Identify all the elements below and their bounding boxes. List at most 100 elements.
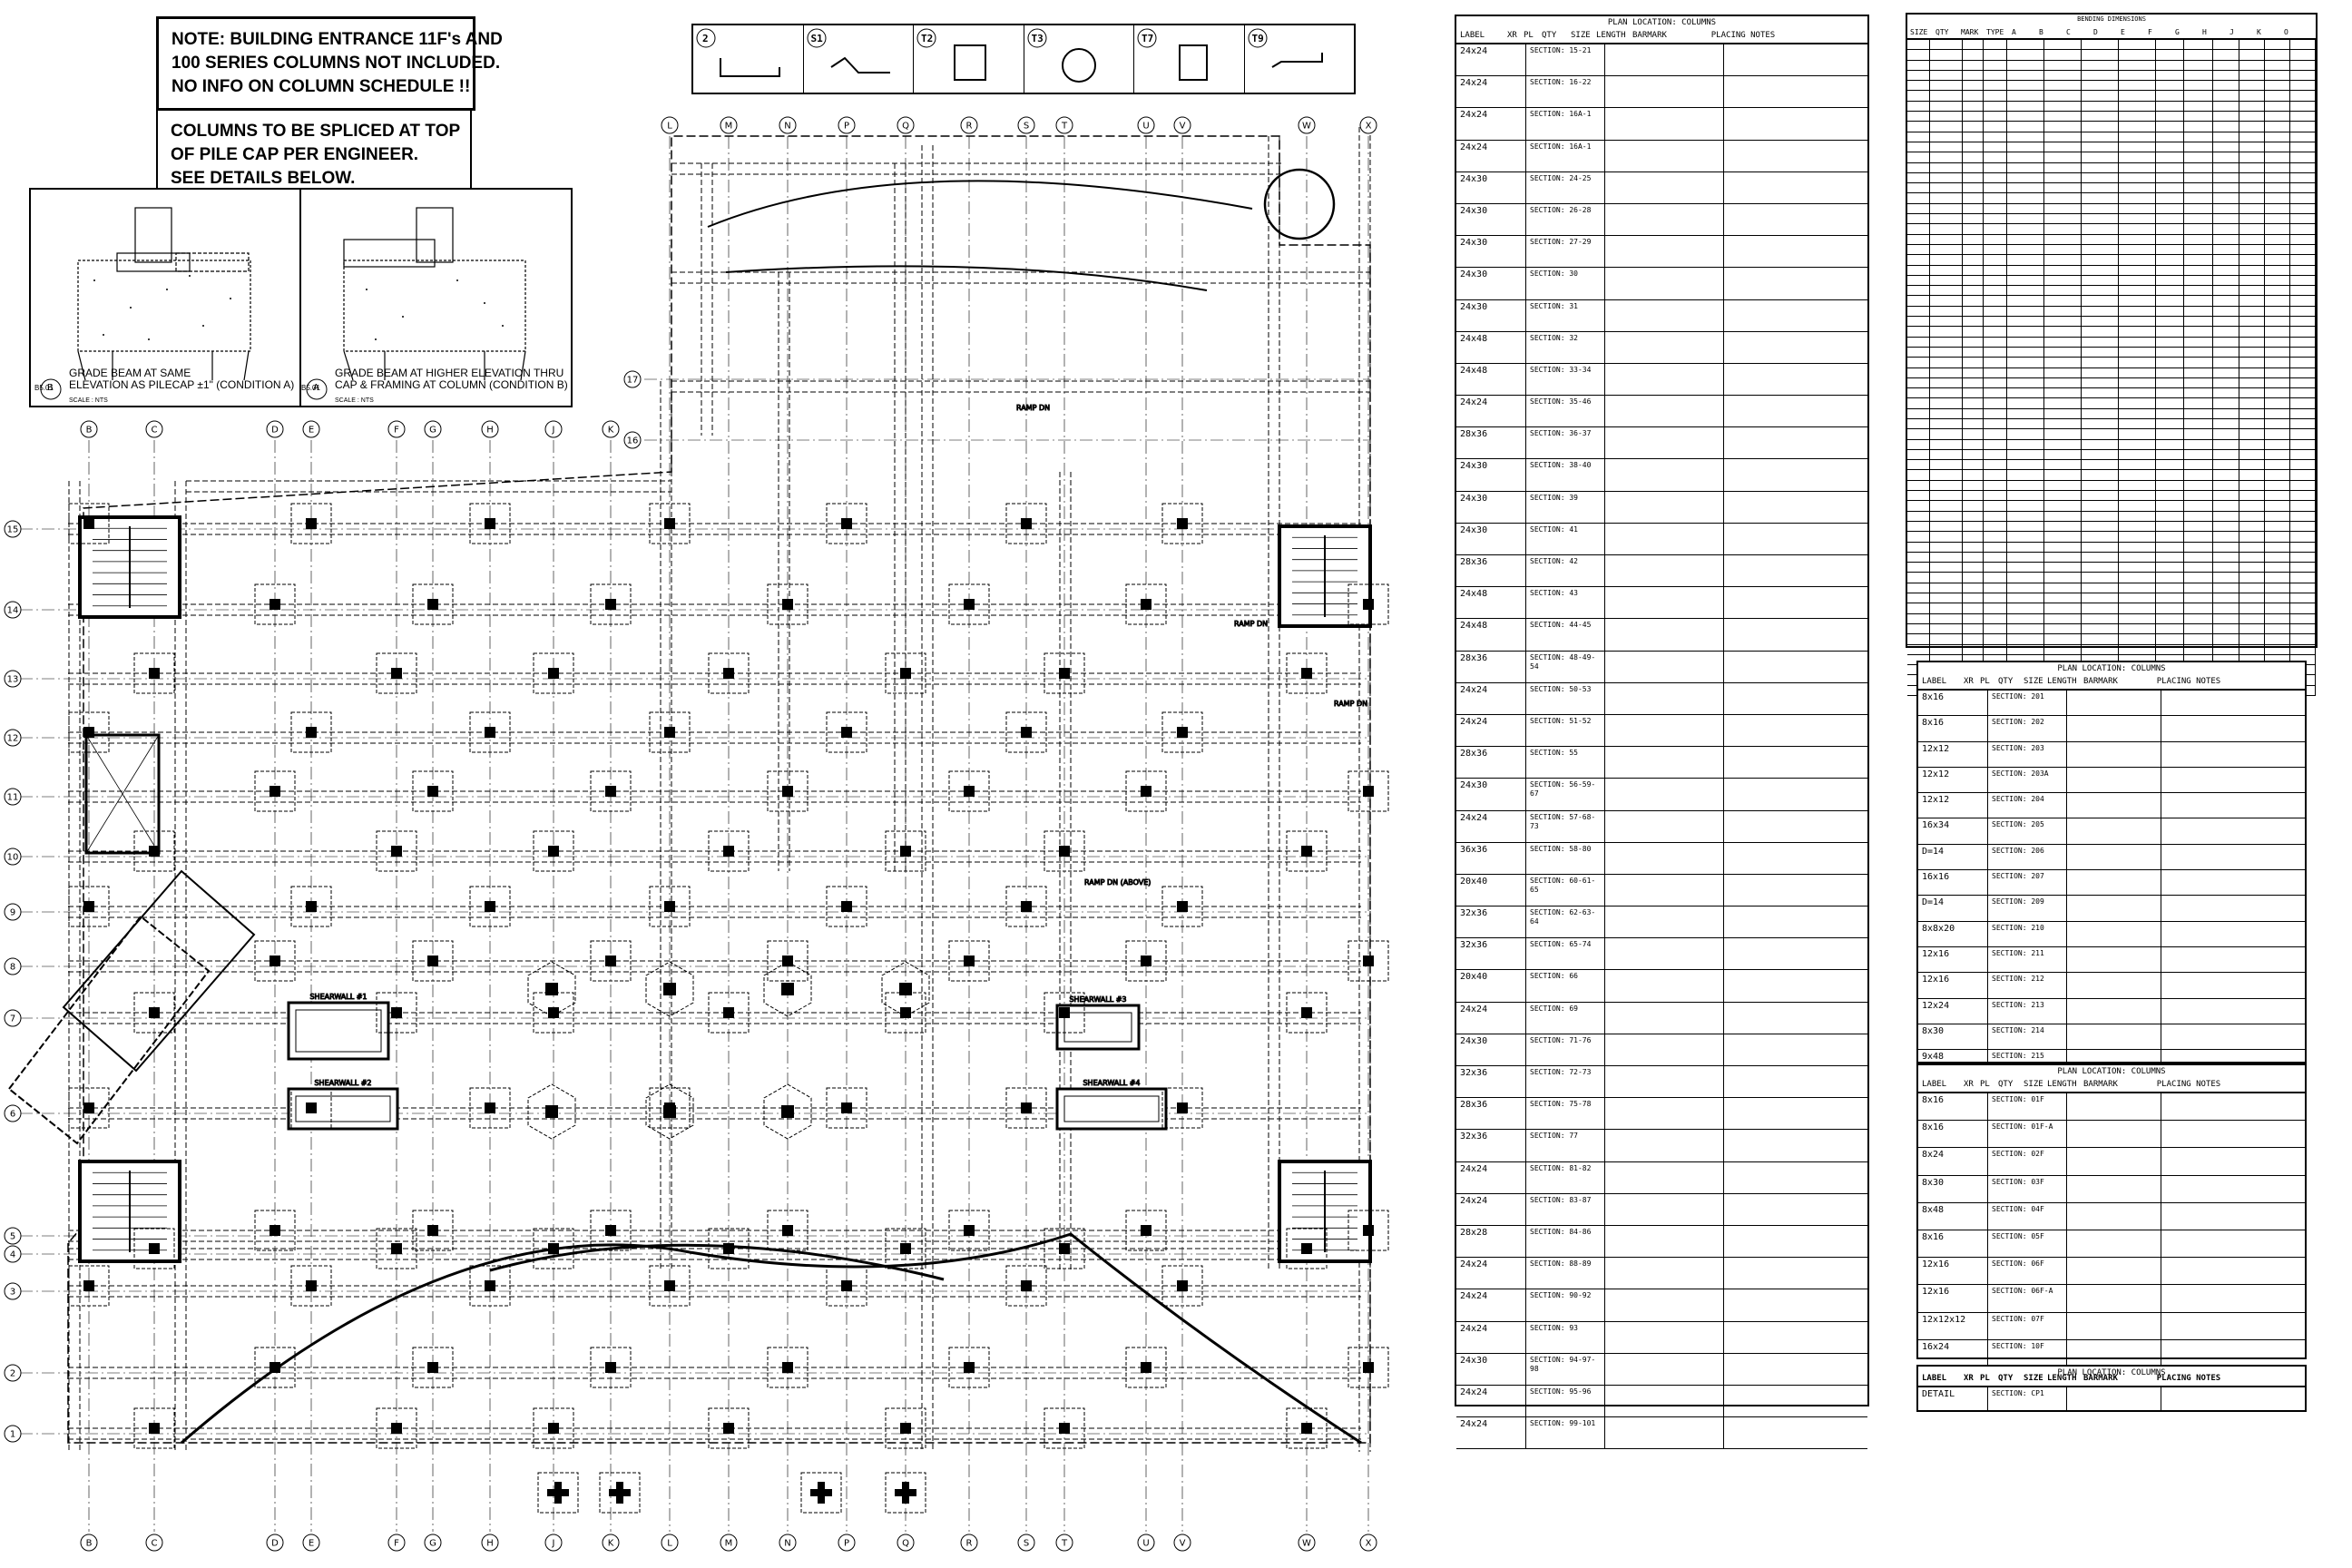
- column-size-label: 16x24: [1918, 1339, 1988, 1367]
- placing-notes-cell: [1724, 587, 1867, 618]
- column-block: [1021, 727, 1032, 738]
- grid-bubble-row-bubble: [623, 431, 642, 449]
- pile-cap: [469, 1087, 511, 1129]
- grid-bubble-row-bubble: [4, 520, 22, 538]
- bend-row: [1907, 368, 2316, 378]
- grid-bubble-row-bubble: [4, 1009, 22, 1027]
- bend-row: [1907, 183, 2316, 194]
- placing-notes-cell: [1724, 938, 1867, 969]
- angled-wing: [7, 915, 211, 1145]
- grid-bubble-bottom-bubble: [387, 1534, 406, 1552]
- column-block: [149, 1423, 160, 1434]
- column-section-label: SECTION: 51-52: [1526, 714, 1605, 747]
- grid-bubble-bottom: S: [1024, 1539, 1029, 1549]
- col-header: LENGTH: [1596, 31, 1626, 40]
- bar-detail-cell: [1605, 140, 1724, 172]
- elevator-core: [84, 733, 161, 855]
- placing-notes-cell: [1724, 364, 1867, 395]
- bend-row: [1907, 81, 2316, 92]
- grid-bubble-top-bubble: [80, 420, 98, 438]
- placing-notes-cell: [1724, 779, 1867, 809]
- bar-detail-cell: [1605, 172, 1724, 203]
- column-section-label: SECTION: 50-53: [1526, 682, 1605, 714]
- bar-detail-cell: [2067, 1202, 2161, 1230]
- grid-bubble-row: 15: [7, 525, 19, 535]
- bend-row: [1907, 593, 2316, 604]
- column-block: [485, 1280, 495, 1291]
- pile-cap: [767, 1347, 808, 1388]
- column-block: [663, 983, 676, 995]
- bar-detail-cell: [2067, 1230, 2161, 1258]
- hex-pile-cap: [763, 1083, 812, 1140]
- column-section-label: SECTION: 39: [1526, 491, 1605, 523]
- placing-notes-cell: [2161, 973, 2305, 997]
- pile-cap: [948, 1347, 990, 1388]
- pile-cap: [412, 583, 454, 625]
- bar-detail-cell: [2067, 818, 2161, 844]
- pile-cap: [469, 503, 511, 544]
- pile-cap: [1348, 583, 1389, 625]
- grid-bubble-bottom: L: [667, 1539, 672, 1549]
- pile-cap: [948, 583, 990, 625]
- grid-bubble-top: J: [552, 426, 555, 436]
- grid-bubble-bottom-bubble: [424, 1534, 442, 1552]
- pile-cap: [767, 1210, 808, 1251]
- pile-cap: [1161, 1087, 1203, 1129]
- col-header: XR: [1964, 677, 1974, 686]
- column-section-label: SECTION: 202: [1988, 716, 2067, 741]
- placing-notes-cell: [1724, 76, 1867, 107]
- pile-cap: [254, 583, 296, 625]
- column-block: [391, 1423, 402, 1434]
- grid-bubble-top-bubble: [387, 420, 406, 438]
- pile-cap: [885, 1472, 926, 1514]
- bend-row: [1907, 613, 2316, 624]
- placing-notes-cell: [1724, 1003, 1867, 1034]
- column-section-label: SECTION: 10F: [1988, 1339, 2067, 1367]
- grid-bubble-top-bubble: [145, 420, 163, 438]
- grid-bubble-bottom: R: [966, 1539, 973, 1549]
- column-section-label: SECTION: 44-45: [1526, 619, 1605, 651]
- column-size-label: 24x24: [1456, 1417, 1526, 1449]
- pile-cap: [948, 770, 990, 812]
- column-schedule-f-series: PLAN LOCATION: COLUMNS LABEL XR PL QTY S…: [1916, 1063, 2307, 1367]
- bend-col-header: MARK: [1961, 28, 1979, 36]
- cruciform-column: [895, 1482, 916, 1504]
- bar-detail-cell: [2067, 1050, 2161, 1075]
- column-block: [1141, 599, 1152, 610]
- pile-cap: [254, 940, 296, 982]
- column-section-label: SECTION: 93: [1526, 1321, 1605, 1353]
- column-section-label: SECTION: 06F: [1988, 1258, 2067, 1285]
- column-block: [782, 786, 793, 797]
- bend-row: [1907, 142, 2316, 153]
- detail-caption-line: ELEVATION AS PILECAP ±1" (CONDITION A): [69, 378, 295, 391]
- placing-notes-cell: [2161, 742, 2305, 767]
- column-section-label: SECTION: 33-34: [1526, 363, 1605, 396]
- grid-bubble-bottom-bubble: [960, 1534, 978, 1552]
- column-block: [723, 1007, 734, 1018]
- grid-bubble-row-bubble: [4, 1425, 22, 1443]
- column-block: [1021, 901, 1032, 912]
- placing-notes-cell: [1724, 1098, 1867, 1129]
- placing-notes-cell: [1724, 300, 1867, 331]
- column-section-label: SECTION: 209: [1988, 896, 2067, 921]
- column-block: [270, 956, 280, 966]
- col-header: QTY: [1998, 1080, 2014, 1089]
- pile-cap: [133, 992, 175, 1034]
- pile-cap: [649, 711, 691, 753]
- column-block: [306, 901, 317, 912]
- pile-cap: [1348, 1347, 1389, 1388]
- pile-cap: [1044, 652, 1085, 694]
- col-header: BARMARK: [1632, 31, 1667, 40]
- bend-row: [1907, 470, 2316, 481]
- bar-detail-cell: [2067, 741, 2161, 767]
- grid-bubble-top: R: [966, 122, 973, 132]
